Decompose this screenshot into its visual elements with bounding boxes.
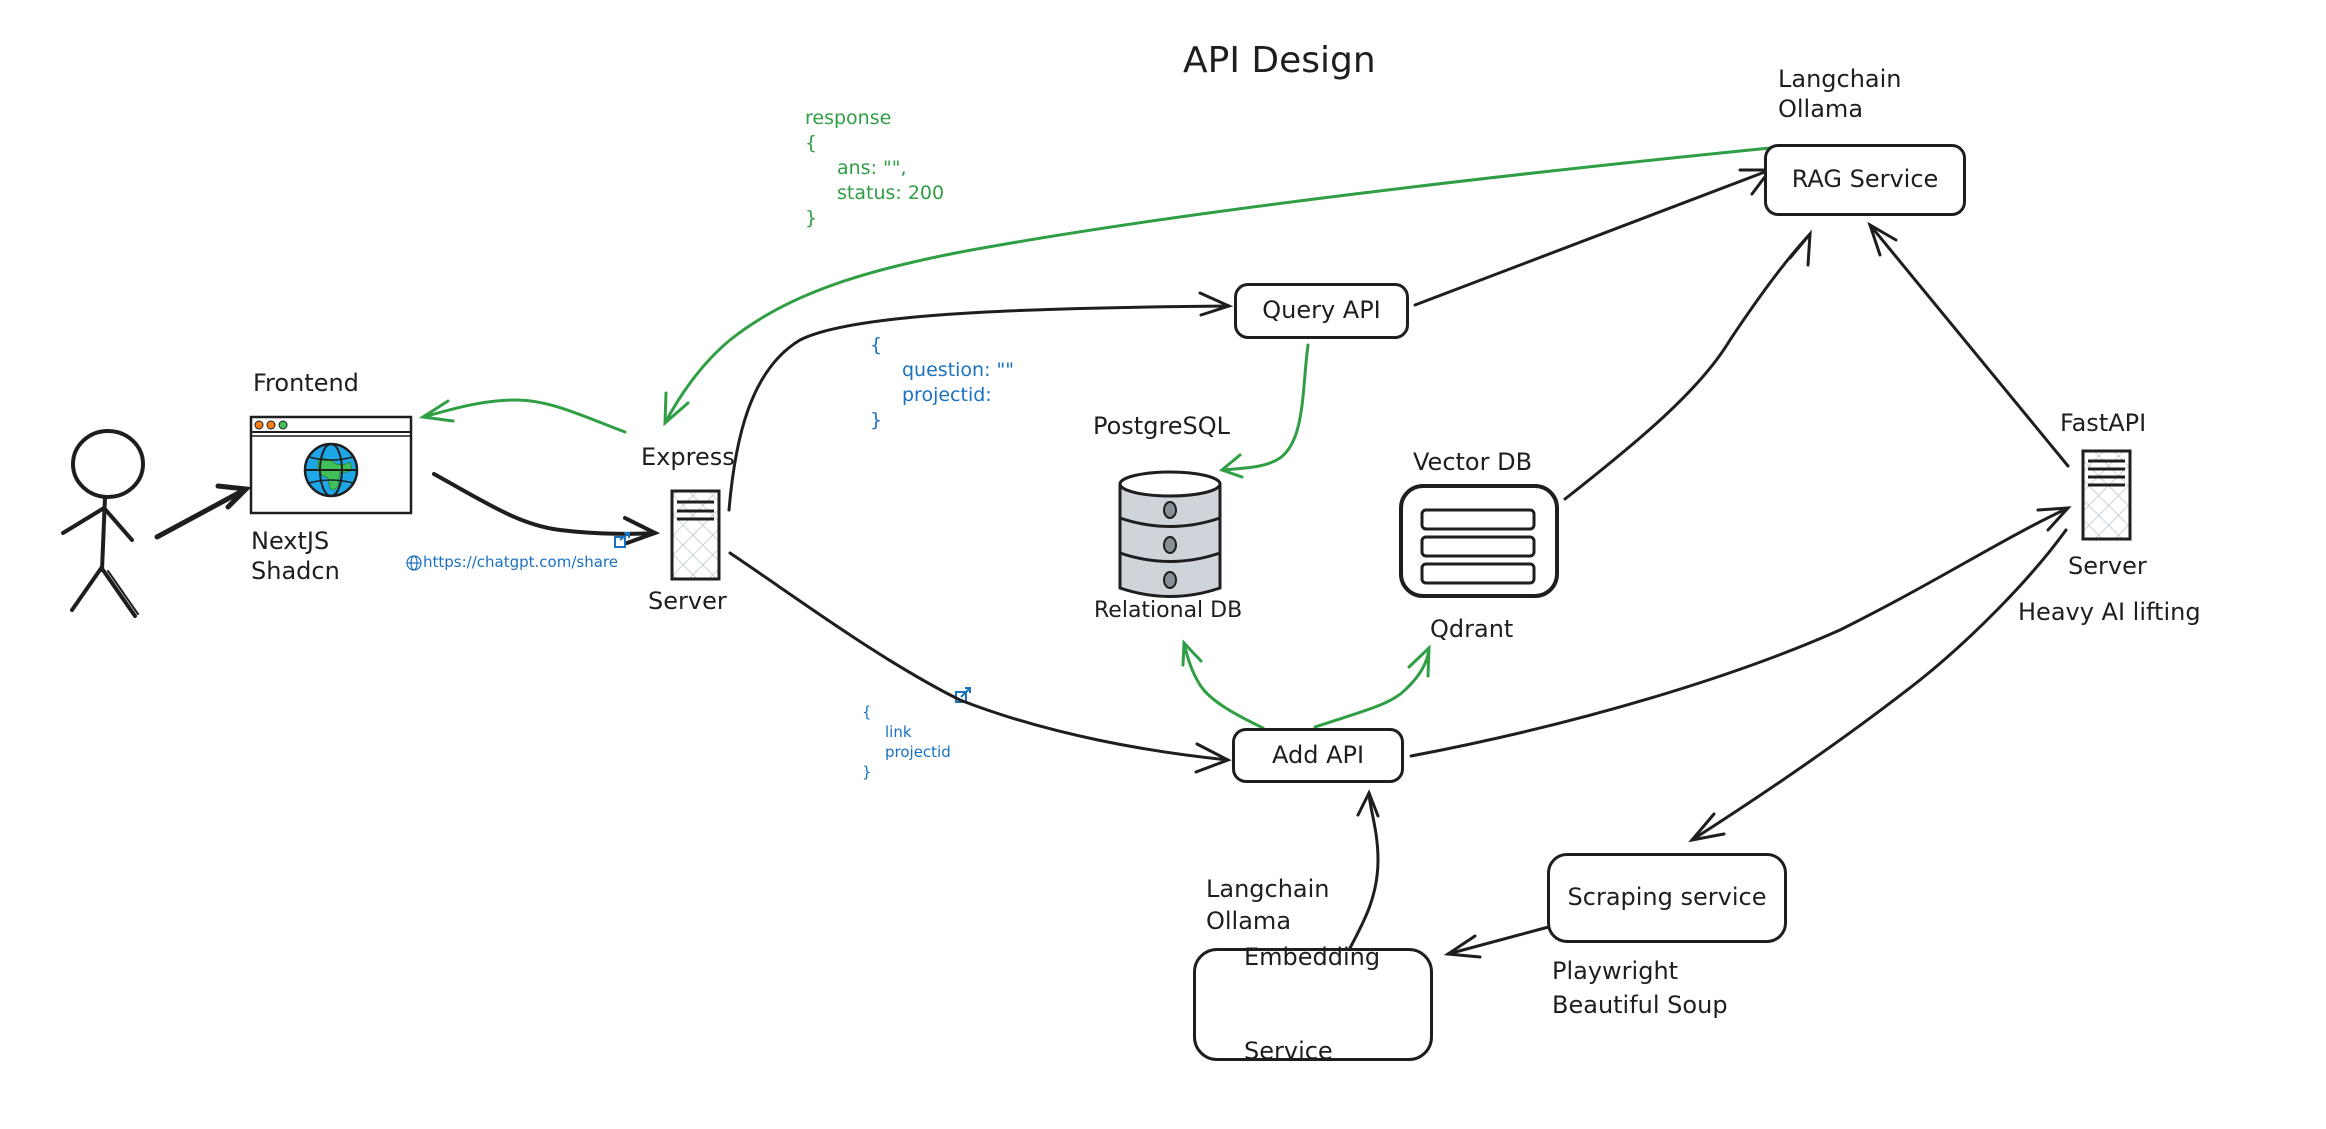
server-icon [2081, 449, 2132, 541]
add-note-open-brace: { [862, 703, 872, 721]
relational-db-label: Relational DB [1094, 598, 1243, 623]
arrow-query-api-to-rag [1413, 168, 1773, 307]
embedding-stack-langchain: Langchain [1206, 875, 1330, 903]
embedding-stack-ollama: Ollama [1206, 907, 1292, 935]
arrow-embedding-to-add-api [1348, 789, 1380, 950]
arrow-frontend-to-express [432, 472, 661, 545]
fastapi-note: Heavy AI lifting [2018, 598, 2201, 626]
qdrant-label: Qdrant [1430, 615, 1514, 643]
frontend-stack-shadcn: Shadcn [251, 557, 340, 585]
arrow-rag-to-express-response [663, 146, 1772, 427]
server-icon [670, 489, 721, 581]
page-title: API Design [1183, 40, 1376, 81]
query-note-close-brace: } [870, 409, 883, 431]
query-note-projectid: projectid: [902, 384, 992, 406]
external-link-icon[interactable] [614, 532, 630, 548]
database-cylinder-icon [1118, 470, 1222, 598]
frontend-label: Frontend [253, 369, 359, 397]
express-server-label: Server [648, 587, 727, 615]
rag-service-label: RAG Service [1791, 165, 1939, 194]
response-note-status: status: 200 [837, 182, 945, 204]
query-api-node[interactable]: Query API [1234, 283, 1409, 339]
embedding-service-label-line1: Embedding [1244, 943, 1381, 972]
scraping-stack-beautifulsoup: Beautiful Soup [1552, 991, 1728, 1019]
arrow-express-to-frontend [418, 398, 627, 434]
arrow-vector-db-to-rag [1563, 229, 1812, 501]
query-note-question: question: "" [902, 359, 1015, 381]
response-note-title: response [805, 107, 892, 129]
arrow-add-api-to-relational-db [1181, 639, 1265, 730]
arrow-fastapi-to-scraping [1688, 528, 2068, 843]
add-api-node[interactable]: Add API [1232, 728, 1404, 783]
arrow-add-api-to-vector-db [1313, 644, 1431, 729]
vector-db-label: Vector DB [1413, 448, 1533, 476]
arrow-add-api-to-fastapi [1409, 506, 2072, 758]
fastapi-server-label: Server [2068, 552, 2147, 580]
response-note-close-brace: } [805, 207, 818, 229]
link-globe-icon [406, 555, 422, 571]
add-note-close-brace: } [862, 763, 872, 781]
browser-window-icon [249, 415, 413, 515]
express-label: Express [641, 443, 735, 471]
add-api-label: Add API [1271, 740, 1365, 769]
vector-store-icon [1399, 484, 1559, 598]
rag-service-node[interactable]: RAG Service [1764, 144, 1966, 216]
query-note-open-brace: { [870, 334, 883, 356]
rag-stack-langchain: Langchain [1778, 65, 1902, 93]
response-note-ans: ans: "", [837, 157, 907, 179]
fastapi-label: FastAPI [2060, 409, 2147, 437]
rag-stack-ollama: Ollama [1778, 95, 1864, 123]
add-note-link: link [885, 723, 912, 741]
chatgpt-share-link[interactable]: https://chatgpt.com/share [423, 553, 618, 571]
arrow-query-api-to-relational-db [1219, 343, 1310, 479]
embedding-service-node[interactable]: Embedding Service [1193, 943, 1433, 1065]
arrow-user-to-frontend [154, 483, 252, 540]
response-note-open-brace: { [805, 132, 818, 154]
scraping-service-node[interactable]: Scraping service [1547, 853, 1787, 943]
query-api-label: Query API [1262, 296, 1381, 325]
globe-icon [303, 442, 359, 498]
arrow-express-to-query-api [727, 291, 1234, 512]
add-note-projectid: projectid [885, 743, 951, 761]
stick-figure-icon [61, 429, 145, 618]
embedding-service-label-line2: Service [1244, 1036, 1333, 1065]
arrow-fastapi-to-rag [1867, 221, 2070, 468]
frontend-stack-nextjs: NextJS [251, 527, 330, 555]
postgresql-label: PostgreSQL [1093, 412, 1231, 440]
scraping-service-label: Scraping service [1567, 883, 1767, 912]
scraping-stack-playwright: Playwright [1552, 957, 1679, 985]
arrow-scraping-to-embedding [1443, 923, 1558, 959]
arrow-express-to-add-api [728, 551, 1232, 774]
